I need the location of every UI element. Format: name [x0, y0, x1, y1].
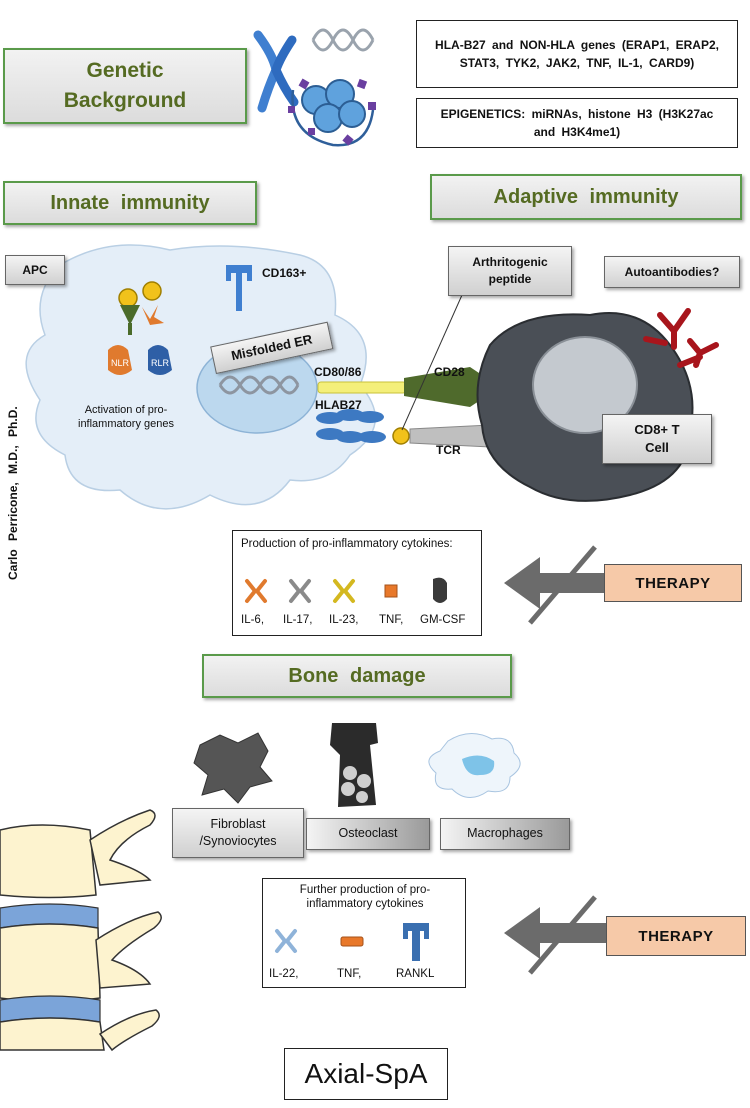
cd163-receptor-icon [226, 265, 252, 311]
arthritogenic-peptide-label: Arthritogenic peptide [472, 255, 548, 286]
epigenetics-text: EPIGENETICS: miRNAs, histone H3 (H3K27ac… [440, 107, 714, 139]
fibroblast-label: Fibroblast /Synoviocytes [199, 816, 277, 849]
vertebra-2 [0, 911, 162, 1003]
nucleus-dna-icon [218, 375, 300, 395]
innate-immunity-label: Innate immunity [50, 191, 210, 214]
therapy-box-1: THERAPY [604, 564, 742, 602]
autoantibodies-label: Autoantibodies? [624, 264, 720, 279]
tlr-receptor-icon [118, 281, 164, 335]
bone-damage-label: Bone damage [288, 664, 426, 687]
author-credit-text: Carlo Perricone, M.D., Ph.D. [6, 406, 20, 580]
innate-immunity-title: Innate immunity [3, 181, 257, 225]
gm-csf-icon [433, 577, 447, 603]
genetic-background-label: Genetic Background [63, 58, 187, 112]
il17-label: IL-17, [283, 614, 313, 626]
cd8-t-cell-nucleus [532, 336, 638, 434]
hla-genes-box: HLA-B27 and NON-HLA genes (ERAP1, ERAP2,… [416, 20, 738, 88]
cytokine-icons-1 [245, 577, 447, 603]
nucleosome-icon [288, 78, 376, 147]
tnf-label: TNF, [379, 614, 404, 626]
tnf-label-2: TNF, [337, 968, 362, 980]
nlr-icon [108, 345, 132, 375]
hla-genes-text: HLA-B27 and NON-HLA genes (ERAP1, ERAP2,… [435, 38, 719, 70]
cd8-t-cell-label: CD8+ T Cell [634, 421, 680, 455]
cytokines-box-1: Production of pro-inflammatory cytokines… [232, 530, 482, 636]
arthritogenic-peptide-dot [392, 427, 410, 445]
rlr-label: RLR [151, 358, 170, 368]
genetic-background-title: Genetic Background [3, 48, 247, 124]
cd8-t-cell-box: CD8+ T Cell [602, 414, 712, 464]
nlr-label: NLR [111, 358, 130, 368]
bone-cells-illustration [193, 723, 521, 807]
epigenetics-box: EPIGENETICS: miRNAs, histone H3 (H3K27ac… [416, 98, 738, 148]
apc-label-box: APC [5, 255, 65, 285]
cd28-label: CD28 [434, 365, 465, 379]
il6-icon [245, 579, 267, 603]
autoantibodies-icon [643, 308, 719, 368]
apc-label: APC [22, 262, 48, 277]
cd163-label: CD163+ [262, 266, 307, 280]
fibroblast-box: Fibroblast /Synoviocytes [172, 808, 304, 858]
tnf-icon [384, 584, 398, 598]
spine-vertebrae-illustration [0, 809, 162, 1052]
il17-icon [289, 579, 311, 603]
macrophages-box: Macrophages [440, 818, 570, 850]
tnf-icon-2 [340, 936, 364, 947]
dna-helix-icon [311, 28, 375, 52]
fibroblast-icon [193, 732, 273, 804]
chromosome-icon [253, 30, 299, 113]
cytokine-icons-2 [275, 923, 429, 961]
axial-spa-label: Axial-SpA [304, 1058, 428, 1089]
rlr-icon [148, 345, 172, 375]
il22-label: IL-22, [269, 968, 299, 980]
axial-spa-label-box: Axial-SpA [284, 1048, 448, 1100]
osteoclast-icon [330, 723, 378, 807]
therapy-box-2: THERAPY [606, 916, 746, 956]
cd28-molecule [404, 367, 500, 407]
il23-icon [333, 579, 355, 603]
autoantibodies-box: Autoantibodies? [604, 256, 740, 288]
cd80-86-molecule [317, 381, 407, 394]
cd80-86-label: CD80/86 [314, 365, 362, 379]
cytokines-1-title: Production of pro-inflammatory cytokines… [241, 538, 453, 550]
dna-chromosome-illustration [253, 28, 376, 147]
therapy-label-2: THERAPY [638, 927, 714, 945]
il6-label: IL-6, [241, 614, 265, 626]
hlab27-label: HLAB27 [315, 398, 362, 412]
activation-label: Activation of pro-inflammatory genes [78, 404, 174, 431]
osteoclast-label: Osteoclast [338, 826, 398, 841]
macrophages-label: Macrophages [467, 826, 543, 841]
il22-icon [275, 929, 297, 953]
hlab27-molecule-icon [316, 409, 386, 443]
rankl-label: RANKL [396, 968, 435, 980]
il23-label: IL-23, [329, 614, 359, 626]
peptide-pointer-line [401, 294, 463, 431]
therapy-inhibition-arrow-2 [504, 895, 610, 975]
tcr-label: TCR [436, 443, 461, 457]
macrophage-icon [428, 733, 521, 798]
cytokines-2-title: Further production of pro-inflammatory c… [299, 884, 431, 911]
rankl-icon [403, 923, 429, 961]
vertebra-1 [0, 809, 156, 899]
gm-csf-label: GM-CSF [420, 614, 466, 626]
author-credit: Carlo Perricone, M.D., Ph.D. [6, 406, 20, 580]
osteoclast-box: Osteoclast [306, 818, 430, 850]
bone-damage-title: Bone damage [202, 654, 512, 698]
cytokines-box-2: Further production of pro-inflammatory c… [262, 878, 466, 988]
vertebra-3 [0, 1009, 160, 1052]
adaptive-immunity-title: Adaptive immunity [430, 174, 742, 220]
arthritogenic-peptide-box: Arthritogenic peptide [448, 246, 572, 296]
therapy-inhibition-arrow-1 [504, 545, 610, 625]
adaptive-immunity-label: Adaptive immunity [493, 185, 679, 208]
therapy-label-1: THERAPY [635, 574, 711, 592]
